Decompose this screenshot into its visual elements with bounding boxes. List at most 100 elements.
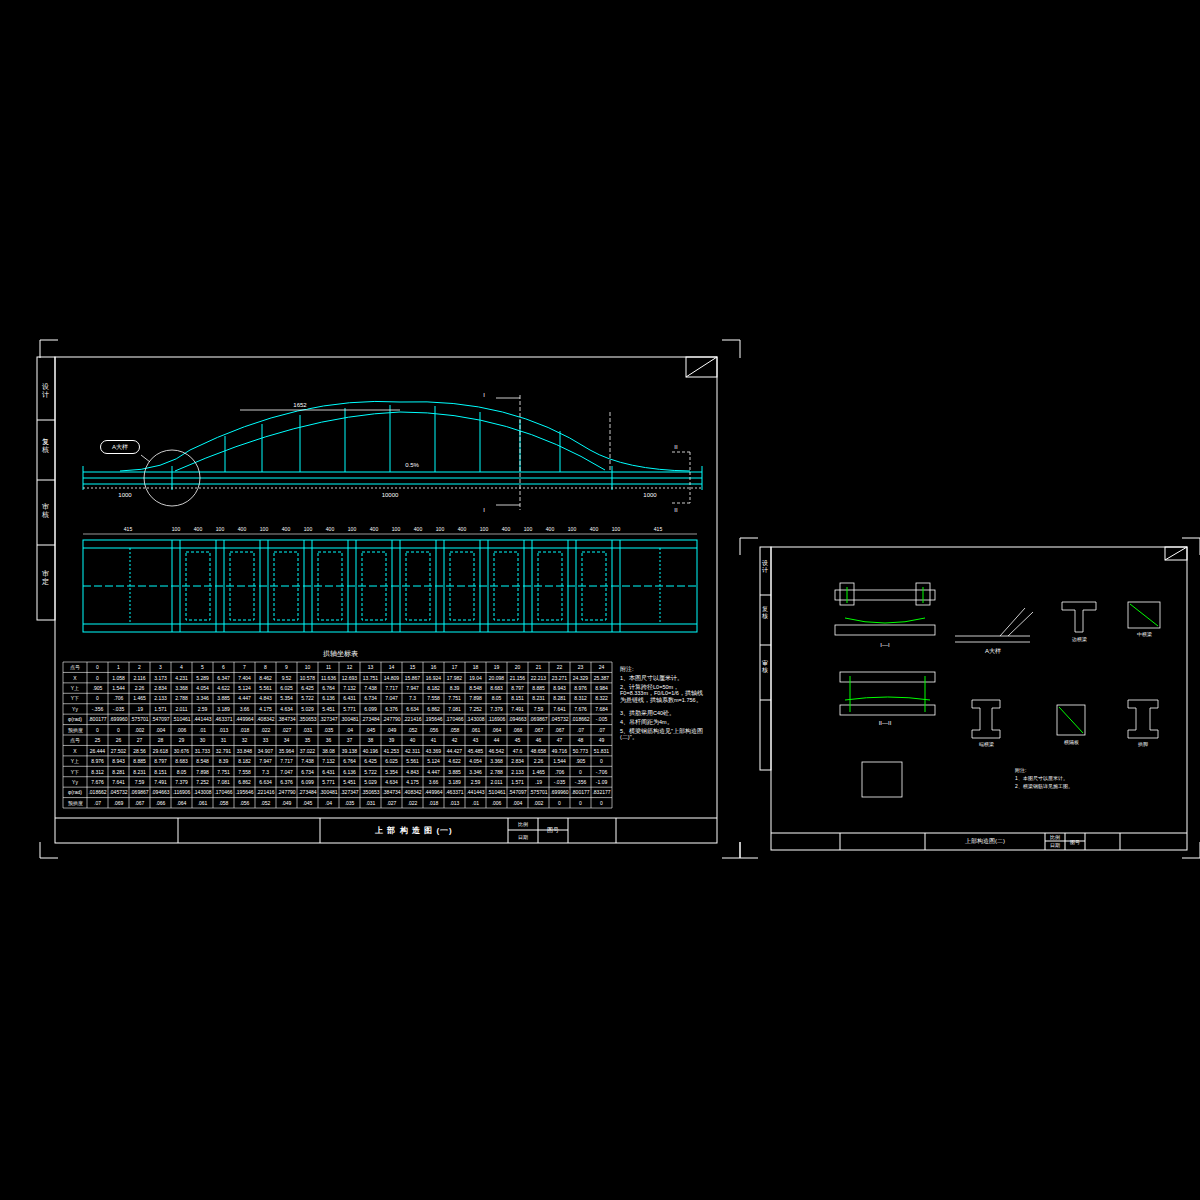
table-cell: 7.898: [192, 766, 213, 776]
table-cell: 7.641: [108, 777, 129, 787]
table-cell: 2.133: [150, 693, 171, 703]
table-cell: 6.376: [276, 777, 297, 787]
table-cell: 7.684: [591, 704, 612, 714]
table-cell: .800177: [570, 787, 591, 797]
table-cell: 8.683: [486, 683, 507, 693]
table-cell: .002: [528, 798, 549, 808]
table-cell: .350653: [360, 787, 381, 797]
title-block-cell: 比例: [508, 818, 538, 830]
table-cell: 7.404: [234, 672, 255, 682]
table-cell: .004: [507, 798, 528, 808]
table-cell: 42.311: [402, 745, 423, 755]
table-cell: .195646: [423, 714, 444, 724]
drawing-label: 拱脚: [1137, 742, 1149, 748]
drawing-label: 拱轴坐标表: [322, 650, 359, 658]
drawing-label: 边横梁: [1071, 637, 1088, 643]
table-cell: 7.081: [444, 704, 465, 714]
sign-off-label: 复核: [762, 606, 768, 619]
table-cell: 6: [213, 662, 234, 672]
dimension-text: 100: [435, 527, 445, 533]
table-cell: .045732: [108, 787, 129, 797]
table-cell: 6.764: [339, 756, 360, 766]
table-cell: .19: [129, 704, 150, 714]
table-cell: .061: [465, 725, 486, 735]
table-cell: .058: [444, 725, 465, 735]
title-block-cell: 图号: [538, 818, 568, 843]
table-cell: 2.59: [465, 777, 486, 787]
table-cell: 40: [402, 735, 423, 745]
table-cell: 2.26: [528, 756, 549, 766]
table-cell: 6.025: [276, 683, 297, 693]
table-cell: .056: [423, 725, 444, 735]
table-cell: 8.943: [549, 683, 570, 693]
drawing-label: II: [673, 444, 678, 451]
table-cell: .07: [591, 725, 612, 735]
dimension-text: 400: [325, 527, 335, 533]
title-block-cell: 上部构造图(二): [925, 833, 1045, 850]
table-cell: .067: [549, 725, 570, 735]
table-cell: 11: [318, 662, 339, 672]
table-cell: 12: [339, 662, 360, 672]
table-cell: 47.6: [507, 745, 528, 755]
table-cell: 7.676: [570, 704, 591, 714]
drawing-label: I—I: [879, 642, 890, 649]
table-cell: 37: [339, 735, 360, 745]
table-row-header: Y下: [63, 693, 87, 703]
table-cell: 8.05: [486, 693, 507, 703]
table-cell: 44.427: [444, 745, 465, 755]
cell-text: 日期: [1050, 843, 1060, 848]
table-cell: 18: [465, 662, 486, 672]
table-cell: 3: [150, 662, 171, 672]
table-cell: .052: [255, 798, 276, 808]
table-cell: .067: [129, 798, 150, 808]
drawing-label: 端横梁: [978, 742, 995, 748]
dimension-text: 100: [259, 527, 269, 533]
sign-off-label: 设计: [762, 560, 768, 573]
table-cell: 6.347: [213, 672, 234, 682]
table-cell: 6.099: [360, 704, 381, 714]
table-row-header: X: [63, 745, 87, 755]
table-cell: 1.465: [528, 766, 549, 776]
dimension-text: 100: [347, 527, 357, 533]
drawing-label: I: [482, 392, 486, 399]
table-cell: .018: [234, 725, 255, 735]
table-cell: .170466: [444, 714, 465, 724]
table-cell: 2.834: [150, 683, 171, 693]
table-cell: 30.676: [171, 745, 192, 755]
table-cell: 10.578: [297, 672, 318, 682]
drawing-label: 附注:: [1015, 768, 1026, 774]
dimension-text: 100: [303, 527, 313, 533]
drawing-label: 10000: [381, 492, 400, 499]
table-cell: 27.502: [108, 745, 129, 755]
table-cell: .01: [192, 725, 213, 735]
table-cell: 15.867: [402, 672, 423, 682]
table-cell: 48: [570, 735, 591, 745]
table-cell: 0: [87, 662, 108, 672]
sign-off-label: 复核: [42, 438, 49, 453]
table-cell: 8.984: [591, 683, 612, 693]
table-cell: 8.39: [213, 756, 234, 766]
callout-bubble: A大样: [100, 440, 140, 454]
table-cell: 5.451: [339, 777, 360, 787]
drawing-label: 横隔板: [1063, 740, 1080, 746]
table-cell: .510461: [171, 714, 192, 724]
table-cell: 6.425: [360, 756, 381, 766]
table-cell: 36: [318, 735, 339, 745]
table-cell: 2.116: [129, 672, 150, 682]
table-cell: 26.444: [87, 745, 108, 755]
table-cell: 25.387: [591, 672, 612, 682]
table-cell: 34.907: [255, 745, 276, 755]
table-cell: 8.797: [150, 756, 171, 766]
table-cell: 12.693: [339, 672, 360, 682]
table-cell: 4.175: [255, 704, 276, 714]
table-cell: .699960: [549, 787, 570, 797]
table-cell: 8.885: [129, 756, 150, 766]
dimension-text: 100: [523, 527, 533, 533]
table-cell: 5.029: [297, 704, 318, 714]
table-cell: .221416: [255, 787, 276, 797]
table-cell: 1.544: [549, 756, 570, 766]
table-cell: 38: [360, 735, 381, 745]
dimension-text: 400: [281, 527, 291, 533]
table-cell: 7.491: [507, 704, 528, 714]
table-cell: 4.634: [276, 704, 297, 714]
